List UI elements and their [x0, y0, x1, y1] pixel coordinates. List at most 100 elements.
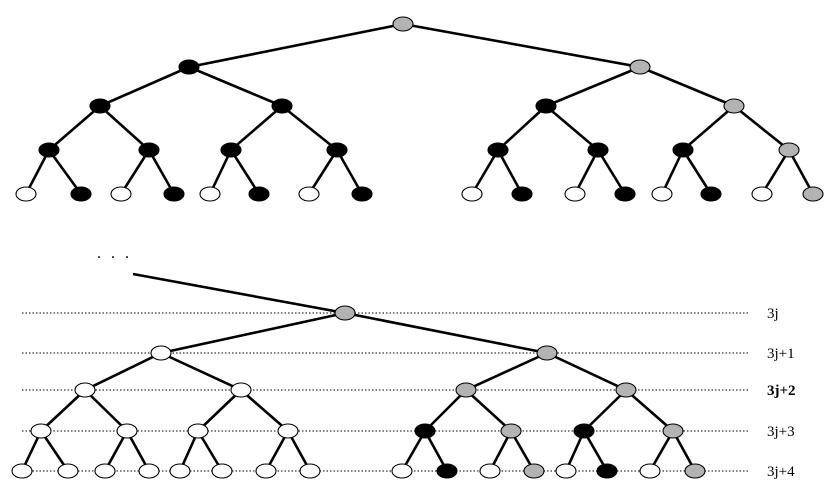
top-tree-edge — [307, 149, 339, 195]
top-tree-node-gray — [723, 98, 745, 114]
top-tree-node-black — [587, 142, 609, 158]
top-tree-edge — [281, 104, 338, 152]
top-tree-node-black — [70, 186, 92, 202]
top-tree-node-black — [511, 186, 533, 202]
ellipsis-text: . . . — [97, 245, 132, 262]
top-tree-edge — [188, 22, 404, 69]
top-tree-edge — [402, 22, 641, 69]
top-tree-node-black — [163, 186, 185, 202]
bottom-tree-node-gray — [684, 463, 706, 479]
bottom-tree-node-white — [211, 463, 233, 479]
bottom-tree-edge — [465, 351, 548, 392]
top-tree-node-black — [89, 98, 111, 114]
bottom-tree-node-white — [230, 382, 252, 398]
bottom-tree-node-white — [30, 423, 52, 439]
top-tree-edge — [208, 149, 233, 195]
bottom-tree-node-white — [255, 463, 277, 479]
bottom-tree-node-gray — [536, 345, 558, 361]
top-tree-node-gray — [392, 16, 414, 32]
bottom-tree-node-gray — [662, 423, 684, 439]
tree-nodes — [11, 16, 824, 479]
bottom-tree-edge — [160, 351, 242, 392]
top-tree-node-black — [672, 142, 694, 158]
top-tree-edge — [660, 149, 685, 195]
bottom-tree-node-black — [436, 463, 458, 479]
level-label: 3j+1 — [767, 346, 795, 362]
top-tree-edge — [733, 104, 790, 152]
top-tree-edge — [147, 149, 176, 195]
top-tree-node-white — [651, 186, 673, 202]
bottom-tree-node-black — [596, 463, 618, 479]
top-tree-node-black — [326, 142, 348, 158]
bottom-tree-edge — [84, 389, 128, 432]
top-tree-edge — [229, 149, 261, 195]
top-tree-node-black — [220, 142, 242, 158]
bottom-tree-edge — [344, 311, 548, 355]
bottom-tree-node-white — [57, 463, 79, 479]
bottom-tree-node-white — [150, 345, 172, 361]
incoming-edge — [132, 272, 346, 315]
bottom-tree-node-white — [187, 423, 209, 439]
tree-edges — [20, 22, 815, 472]
top-tree-node-white — [110, 186, 132, 202]
bottom-tree-node-white — [391, 463, 413, 479]
top-tree-node-white — [199, 186, 221, 202]
top-tree-edge — [99, 105, 150, 151]
top-tree-edge — [48, 105, 101, 151]
top-tree-node-black — [178, 59, 200, 75]
bottom-tree-node-white — [74, 382, 96, 398]
top-tree-edge — [682, 105, 735, 151]
level-label: 3j+4 — [767, 464, 795, 480]
top-tree-node-white — [298, 186, 320, 202]
level-label: 3j+3 — [767, 424, 795, 440]
top-tree-edge — [119, 149, 151, 195]
bottom-tree-node-gray — [615, 382, 637, 398]
top-tree-edge — [188, 65, 283, 108]
bottom-tree-node-white — [555, 463, 577, 479]
top-tree-edge — [24, 149, 51, 195]
bottom-tree-node-white — [639, 463, 661, 479]
top-tree-edge — [760, 149, 791, 195]
top-tree-edge — [639, 65, 735, 108]
top-tree-edge — [496, 149, 524, 195]
top-tree-edge — [681, 149, 713, 195]
top-tree-node-black — [138, 142, 160, 158]
bottom-tree-node-white — [277, 423, 299, 439]
bottom-tree-node-white — [11, 463, 33, 479]
bottom-tree-node-gray — [500, 423, 522, 439]
bottom-tree-node-gray — [523, 463, 545, 479]
top-tree-edge — [497, 105, 547, 151]
bottom-tree-edge — [84, 351, 162, 392]
top-tree-node-white — [15, 186, 37, 202]
bottom-tree-edge — [240, 389, 289, 432]
top-tree-edge — [470, 149, 500, 195]
top-tree-edge — [47, 149, 83, 195]
top-tree-node-white — [564, 186, 586, 202]
level-guide-lines — [22, 312, 750, 472]
top-tree-node-gray — [629, 59, 651, 75]
top-tree-edge — [335, 149, 364, 195]
top-tree-node-black — [487, 142, 509, 158]
bottom-tree-node-gray — [455, 382, 477, 398]
top-tree-node-black — [351, 186, 373, 202]
top-tree-edge — [230, 105, 283, 151]
bottom-tree-node-white — [138, 463, 160, 479]
top-tree-node-black — [271, 98, 293, 114]
top-tree-edge — [596, 149, 627, 195]
bottom-tree-node-white — [94, 463, 116, 479]
top-tree-node-black — [700, 186, 722, 202]
bottom-tree-edge — [40, 389, 86, 432]
bottom-tree-edge — [583, 389, 627, 432]
bottom-tree-edge — [160, 311, 346, 355]
top-tree-node-black — [614, 186, 636, 202]
top-tree-node-white — [461, 186, 483, 202]
top-tree-node-black — [38, 142, 60, 158]
top-tree-node-black — [248, 186, 270, 202]
bottom-tree-edge — [197, 389, 242, 432]
top-tree-node-black — [535, 98, 557, 114]
top-tree-node-gray — [802, 186, 824, 202]
bottom-tree-node-white — [299, 463, 321, 479]
bottom-tree-node-white — [169, 463, 191, 479]
